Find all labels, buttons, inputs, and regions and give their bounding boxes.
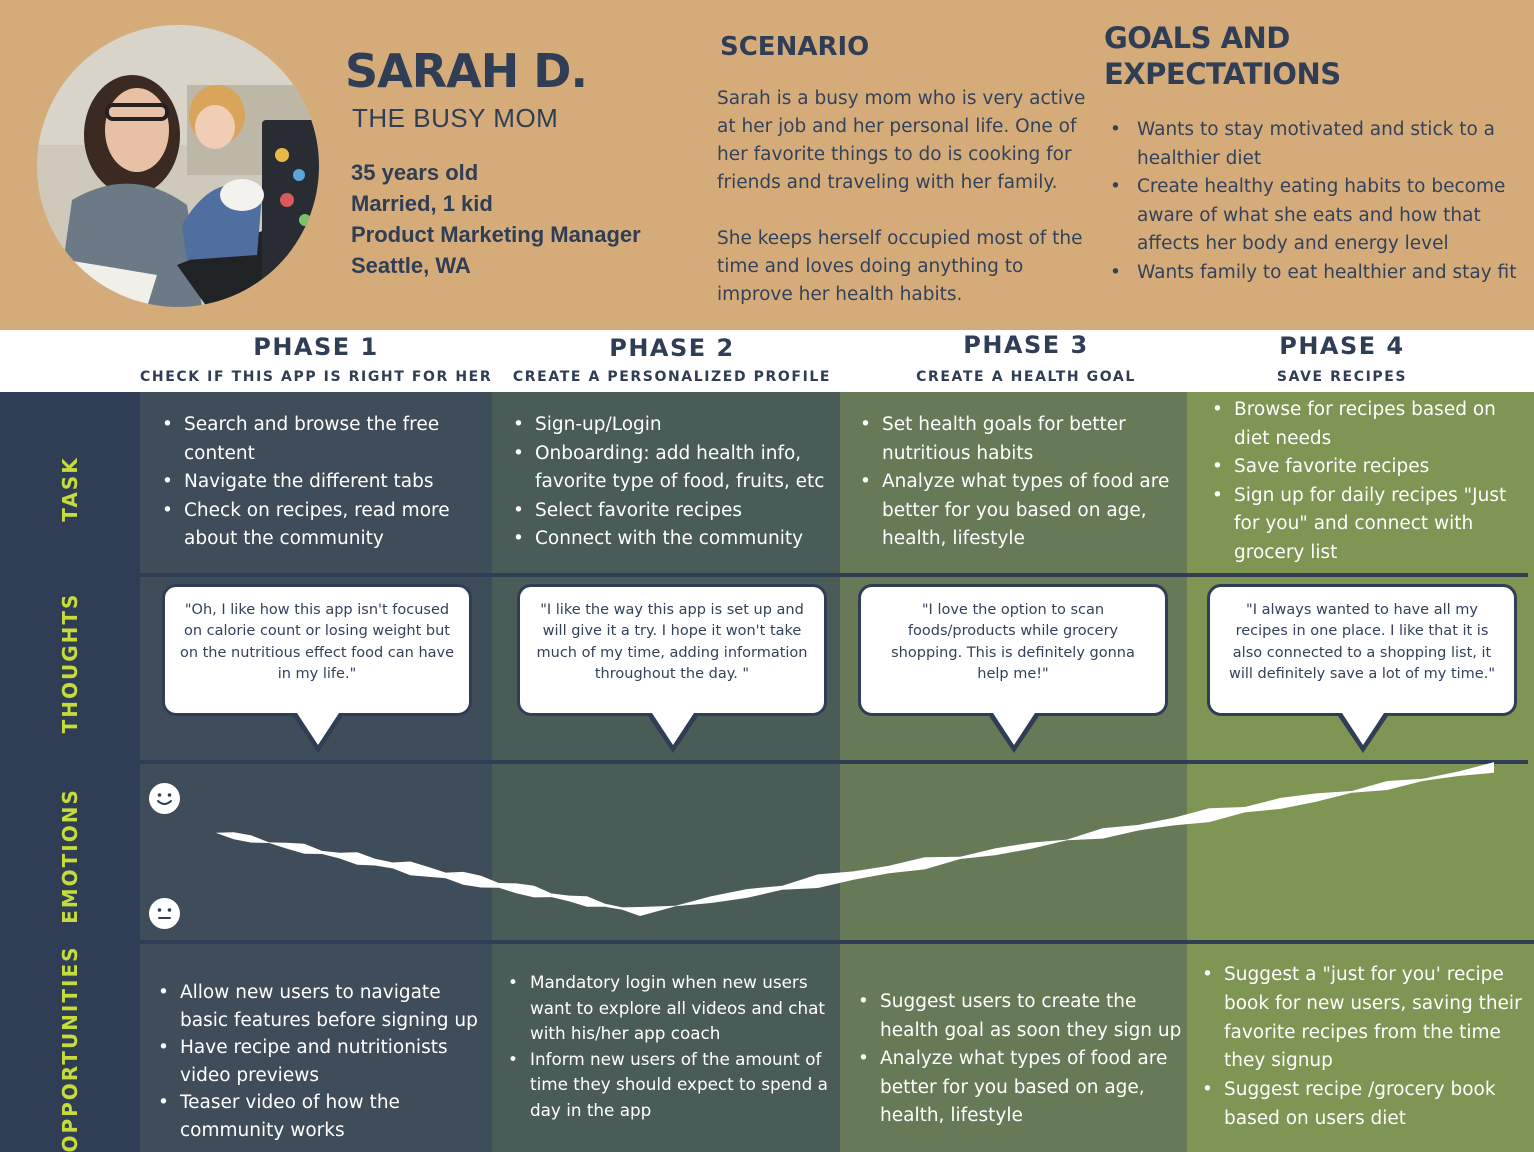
phase-2-header: PHASE 2 CREATE A PERSONALIZED PROFILE — [492, 330, 852, 392]
phase-4-opportunities: Suggest a "just for you' recipe book for… — [1200, 961, 1530, 1134]
phase-title: PHASE 3 — [963, 331, 1089, 359]
goals-title: GOALS AND EXPECTATIONS — [1104, 20, 1341, 92]
phase-4-tasks: Browse for recipes based on diet needs S… — [1210, 396, 1528, 567]
bubble-tail — [1336, 713, 1390, 753]
happy-face-icon — [149, 783, 180, 814]
row-divider — [140, 940, 1534, 944]
phase-4-header: PHASE 4 SAVE RECIPES — [1187, 330, 1497, 392]
thought-text: "I always wanted to have all my recipes … — [1228, 602, 1496, 682]
task-item: Onboarding: add health info, favorite ty… — [511, 440, 839, 497]
task-item: Save favorite recipes — [1210, 453, 1528, 482]
row-divider — [140, 760, 1528, 764]
phase-title: PHASE 2 — [609, 334, 735, 362]
persona-family: Married, 1 kid — [351, 191, 493, 216]
phase-subtitle: SAVE RECIPES — [1276, 369, 1408, 385]
goal-item: Wants family to eat healthier and stay f… — [1110, 259, 1530, 288]
goals-title-line: GOALS AND — [1104, 21, 1290, 55]
persona-name: SARAH D. — [345, 44, 588, 98]
task-item: Select favorite recipes — [511, 497, 839, 526]
phase-subtitle: CREATE A PERSONALIZED PROFILE — [512, 369, 832, 385]
opportunity-item: Teaser video of how the community works — [156, 1089, 490, 1144]
phase-title: PHASE 1 — [253, 333, 379, 361]
phase-2-tasks: Sign-up/Login Onboarding: add health inf… — [511, 411, 839, 554]
thought-text: "Oh, I like how this app isn't focused o… — [179, 602, 455, 682]
row-divider — [140, 573, 1528, 577]
phase-3-thought-bubble: "I love the option to scan foods/product… — [858, 584, 1168, 716]
goals-list: Wants to stay motivated and stick to a h… — [1110, 116, 1530, 288]
task-item: Set health goals for better nutritious h… — [858, 411, 1178, 468]
persona-details: 35 years old Married, 1 kid Product Mark… — [351, 157, 641, 281]
opportunity-item: Mandatory login when new users want to e… — [506, 970, 836, 1047]
phase-3-opportunities: Suggest users to create the health goal … — [856, 988, 1186, 1131]
scenario-paragraph: She keeps herself occupied most of the t… — [717, 228, 1083, 305]
phase-3-header: PHASE 3 CREATE A HEALTH GOAL — [840, 330, 1212, 392]
thought-text: "I love the option to scan foods/product… — [891, 602, 1135, 682]
opportunity-item: Analyze what types of food are better fo… — [856, 1045, 1186, 1131]
opportunity-item: Have recipe and nutritionists video prev… — [156, 1034, 490, 1089]
phase-subtitle: CHECK IF THIS APP IS RIGHT FOR HER — [140, 369, 493, 385]
emotion-curve-stroke — [216, 762, 1494, 916]
task-item: Browse for recipes based on diet needs — [1210, 396, 1528, 453]
phase-2-opportunities: Mandatory login when new users want to e… — [506, 970, 836, 1123]
persona-location: Seattle, WA — [351, 253, 471, 278]
goals-title-line: EXPECTATIONS — [1104, 57, 1341, 91]
phase-subtitle: CREATE A HEALTH GOAL — [916, 369, 1136, 385]
task-item: Navigate the different tabs — [160, 468, 490, 497]
phase-title: PHASE 4 — [1279, 332, 1405, 360]
bubble-tail — [291, 713, 345, 753]
opportunity-item: Allow new users to navigate basic featur… — [156, 979, 490, 1034]
scenario-text: Sarah is a busy mom who is very active a… — [717, 85, 1087, 309]
neutral-face-icon — [149, 898, 180, 929]
task-item: Sign-up/Login — [511, 411, 839, 440]
phase-1-thought-bubble: "Oh, I like how this app isn't focused o… — [162, 584, 472, 716]
task-item: Sign up for daily recipes "Just for you"… — [1210, 482, 1528, 568]
phase-1-tasks: Search and browse the free content Navig… — [160, 411, 490, 554]
bubble-tail — [987, 713, 1041, 753]
goal-item: Wants to stay motivated and stick to a h… — [1110, 116, 1530, 173]
task-item: Check on recipes, read more about the co… — [160, 497, 490, 554]
opportunity-item: Suggest a "just for you' recipe book for… — [1200, 961, 1530, 1076]
opportunity-item: Inform new users of the amount of time t… — [506, 1047, 836, 1124]
scenario-paragraph: Sarah is a busy mom who is very active a… — [717, 88, 1086, 193]
persona-occupation: Product Marketing Manager — [351, 222, 641, 247]
phase-2-thought-bubble: "I like the way this app is set up and w… — [517, 584, 827, 716]
persona-header: SARAH D. THE BUSY MOM 35 years old Marri… — [0, 0, 1534, 330]
persona-age: 35 years old — [351, 160, 479, 185]
phase-3-tasks: Set health goals for better nutritious h… — [858, 411, 1178, 554]
goal-item: Create healthy eating habits to become a… — [1110, 173, 1530, 259]
bubble-tail — [646, 713, 700, 753]
phase-1-header: PHASE 1 CHECK IF THIS APP IS RIGHT FOR H… — [140, 330, 492, 392]
phase-1-opportunities: Allow new users to navigate basic featur… — [156, 979, 490, 1144]
opportunity-item: Suggest recipe /grocery book based on us… — [1200, 1076, 1530, 1134]
thought-text: "I like the way this app is set up and w… — [536, 602, 808, 682]
task-item: Search and browse the free content — [160, 411, 490, 468]
row-labels: TASK THOUGHTS EMOTIONS OPPORTUNITIES — [0, 392, 140, 1152]
scenario-title: SCENARIO — [720, 32, 870, 62]
opportunity-item: Suggest users to create the health goal … — [856, 988, 1186, 1045]
persona-subtitle: THE BUSY MOM — [352, 103, 559, 133]
task-item: Analyze what types of food are better fo… — [858, 468, 1178, 554]
task-item: Connect with the community — [511, 525, 839, 554]
